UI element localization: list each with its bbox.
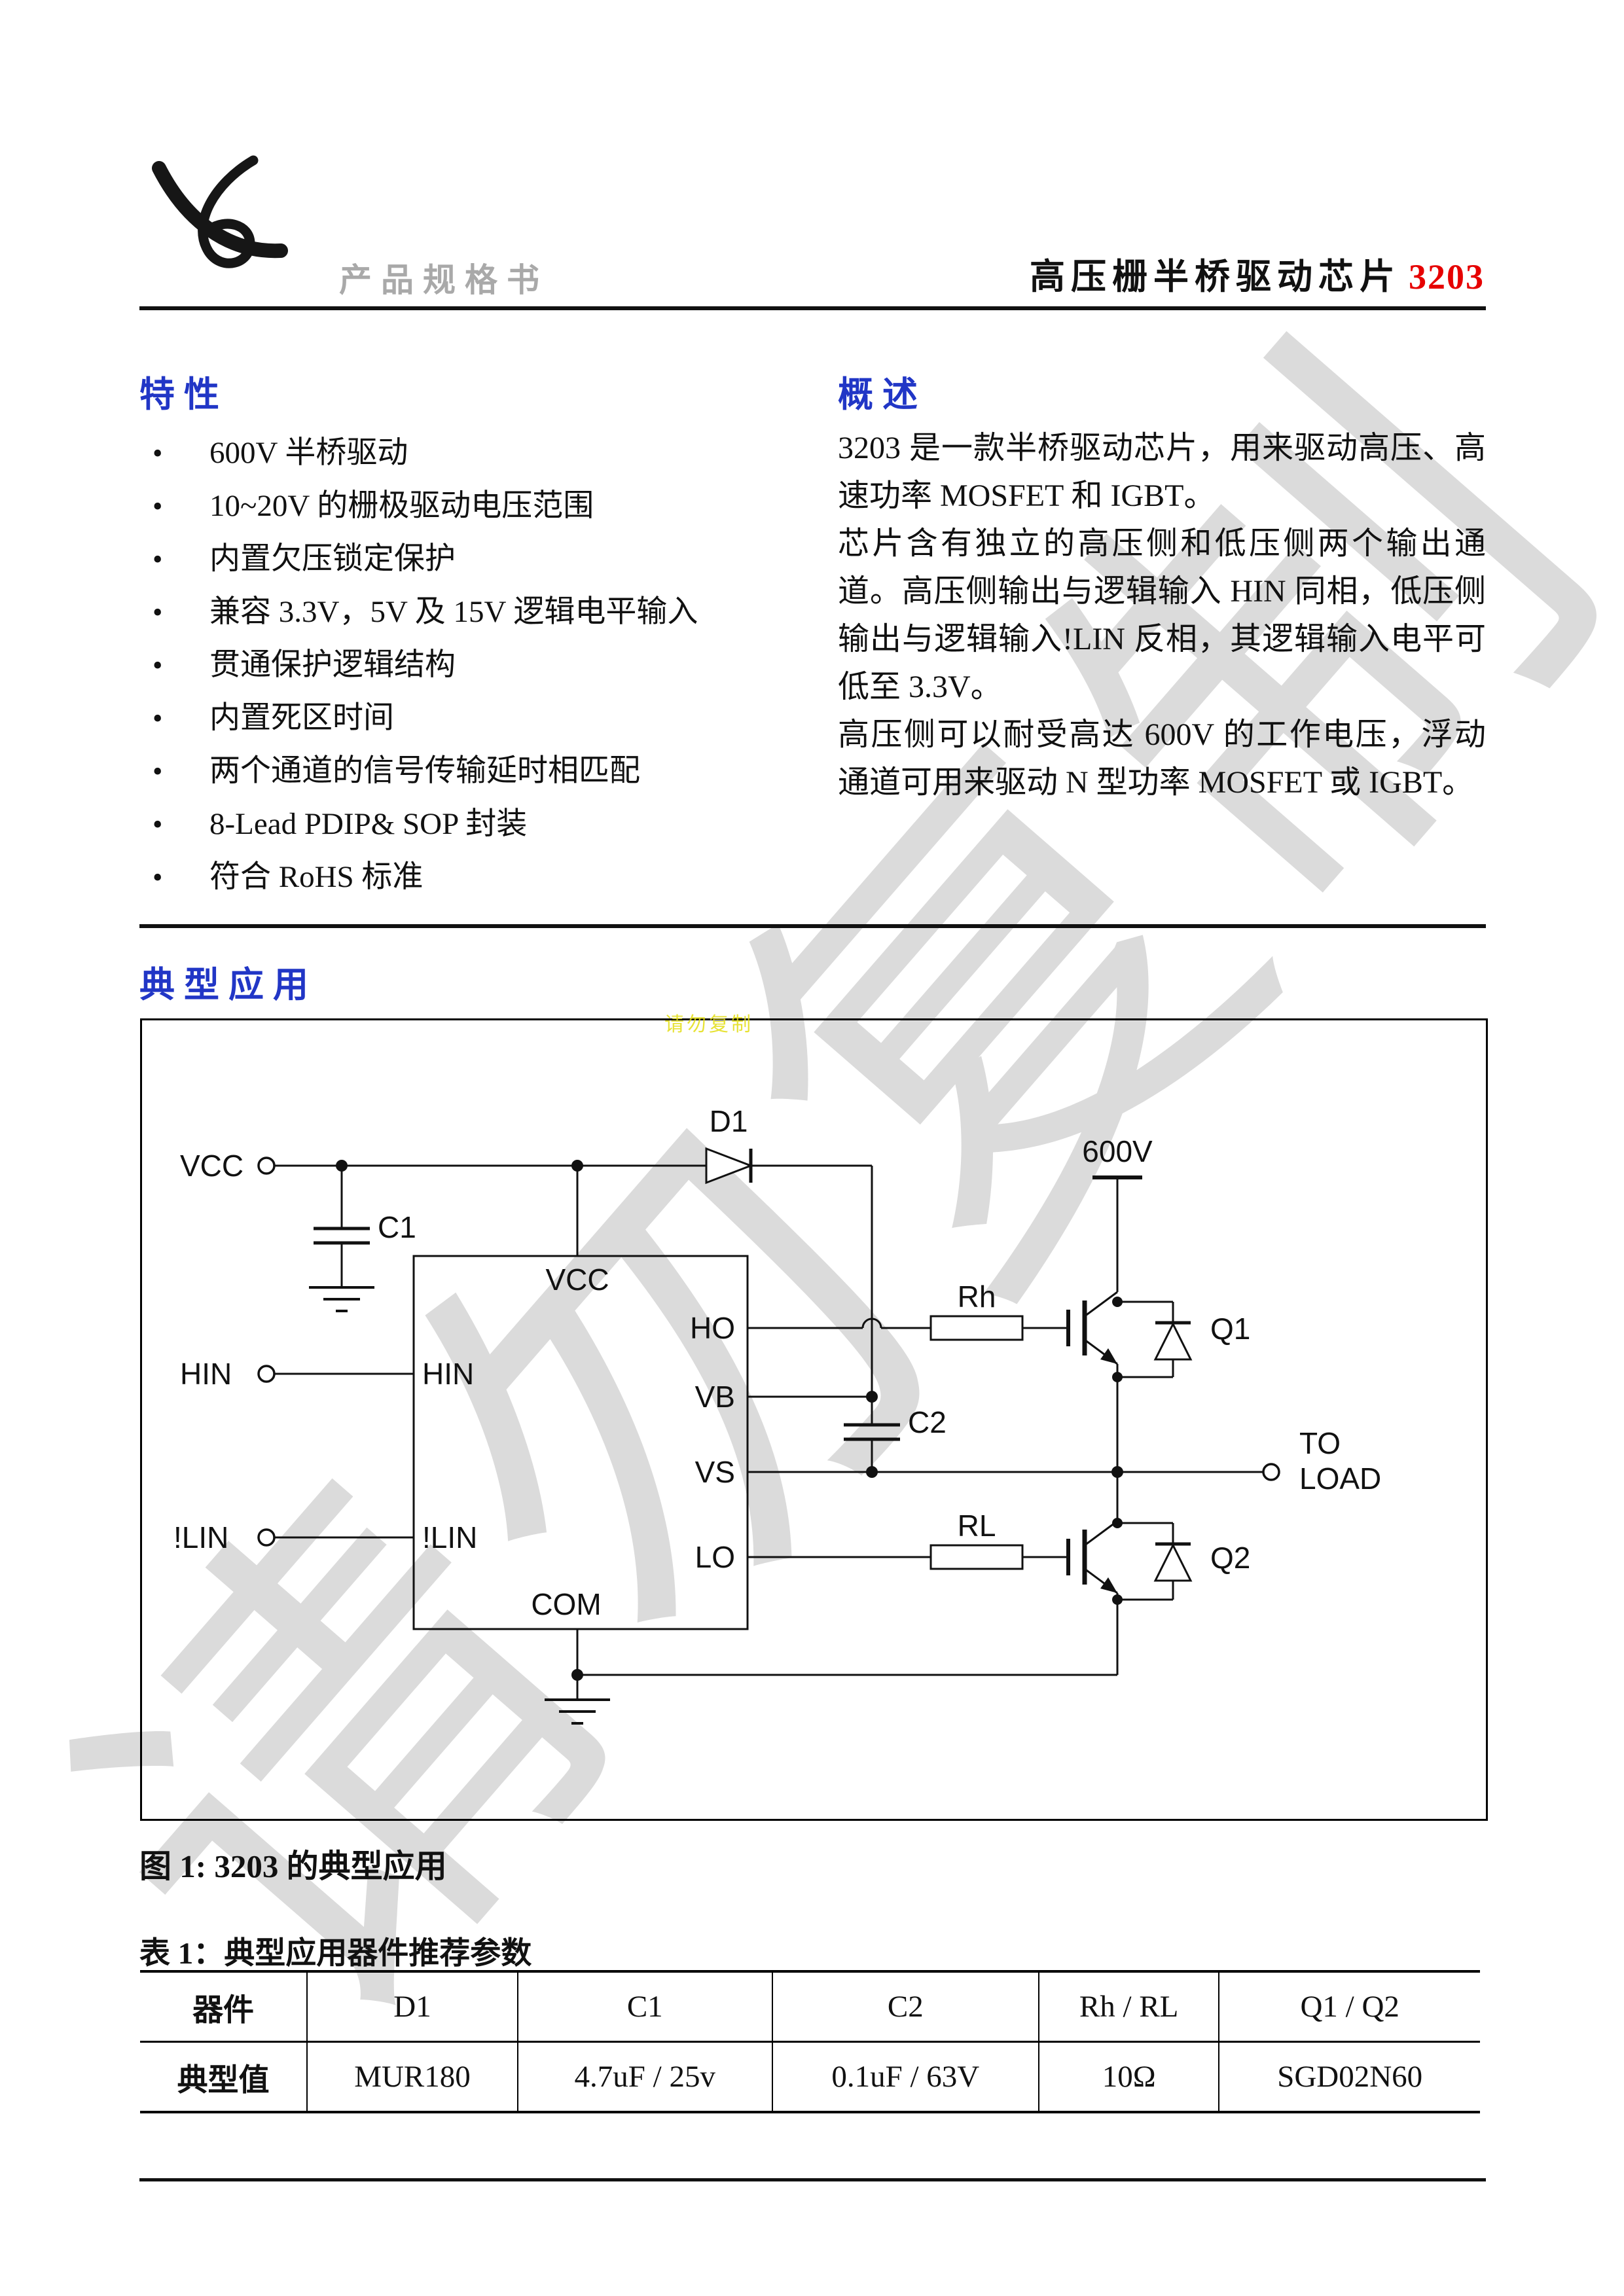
table-header-cell: D1 (306, 1970, 518, 2043)
table-caption: 表 1：典型应用器件推荐参数 (139, 1937, 532, 1971)
hv-supply-label: 600V (1082, 1134, 1153, 1168)
hin-terminal (257, 1365, 276, 1383)
diode-d1 (705, 1147, 754, 1185)
load-label: LOAD (1299, 1462, 1381, 1496)
overview-text: 3203 是一款半桥驱动芯片，用来驱动高压、高速功率 MOSFET 和 IGBT… (838, 424, 1486, 806)
table-cell: 0.1uF / 63V (771, 2041, 1039, 2113)
feature-item: 内置死区时间 (139, 692, 807, 745)
feature-item: 兼容 3.3V，5V 及 15V 逻辑电平输入 (139, 586, 807, 639)
diode-q1-freewheel (1117, 1300, 1193, 1378)
recommended-parts-table: 器件 D1 C1 C2 Rh / RL Q1 / Q2 典型值 MUR180 4… (140, 1970, 1480, 2113)
diode-q2-freewheel (1117, 1522, 1193, 1601)
igbt-q2 (1066, 1472, 1119, 1675)
c1-label: C1 (378, 1210, 416, 1244)
table-cell: 4.7uF / 25v (516, 2041, 773, 2113)
lin-label: !LIN (173, 1520, 228, 1554)
chip-pin-vs: VS (695, 1455, 735, 1489)
header-rule (139, 306, 1486, 310)
chip-pin-vcc: VCC (545, 1263, 609, 1297)
footer-rule (139, 2178, 1486, 2181)
hin-label: HIN (180, 1357, 232, 1391)
feature-item: 600V 半桥驱动 (139, 427, 807, 480)
table-header-cell: C2 (771, 1970, 1039, 2043)
section-rule (139, 924, 1486, 928)
resistor-rh (929, 1315, 1024, 1341)
feature-item: 8-Lead PDIP& SOP 封装 (139, 798, 807, 851)
chip-pin-lin: !LIN (422, 1520, 477, 1554)
small-watermark-text: 请勿复制 (664, 1013, 753, 1036)
table-cell: 典型值 (140, 2041, 308, 2113)
junction-dots (336, 1160, 1123, 1681)
brand-logo-mark (152, 155, 288, 268)
lin-terminal (257, 1528, 276, 1547)
resistor-rl (929, 1544, 1024, 1570)
circuit-wires (274, 1164, 1263, 1700)
overview-paragraph: 3203 是一款半桥驱动芯片，用来驱动高压、高速功率 MOSFET 和 IGBT… (838, 431, 1486, 513)
feature-item: 内置欠压锁定保护 (139, 533, 807, 586)
chip-pin-lo: LO (695, 1540, 735, 1574)
capacitor-c2 (844, 1423, 900, 1441)
application-circuit-svg: VCC HIN !LIN D1 C1 C2 Rh RL 600V Q1 Q2 T… (173, 1104, 1381, 1725)
table-cell: SGD02N60 (1218, 2041, 1480, 2113)
features-list: 600V 半桥驱动 10~20V 的栅极驱动电压范围 内置欠压锁定保护 兼容 3… (139, 427, 807, 904)
table-header-cell: 器件 (140, 1970, 308, 2043)
c2-label: C2 (908, 1405, 947, 1439)
load-terminal (1262, 1463, 1280, 1481)
brand-logo (147, 154, 291, 278)
overview-heading: 概述 (838, 375, 927, 414)
input-terminals (257, 1157, 1280, 1547)
d1-label: D1 (710, 1104, 748, 1138)
feature-item: 10~20V 的栅极驱动电压范围 (139, 480, 807, 533)
table-header-cell: C1 (516, 1970, 773, 2043)
rl-label: RL (958, 1509, 996, 1543)
chip-pin-hin: HIN (422, 1357, 474, 1391)
vcc-terminal (257, 1157, 276, 1175)
table-row: 典型值 MUR180 4.7uF / 25v 0.1uF / 63V 10Ω S… (140, 2041, 1480, 2113)
feature-item: 两个通道的信号传输延时相匹配 (139, 745, 807, 798)
features-heading: 特性 (139, 375, 228, 414)
driver-chip-outline (412, 1255, 749, 1630)
chip-pin-vb: VB (695, 1380, 735, 1414)
page-title-text: 高压栅半桥驱动芯片 (1030, 257, 1401, 296)
capacitor-c1 (314, 1227, 370, 1245)
table-header-cell: Q1 / Q2 (1218, 1970, 1480, 2043)
figure-caption: 图 1: 3203 的典型应用 (139, 1848, 447, 1884)
table-cell: MUR180 (306, 2041, 518, 2113)
overview-paragraph: 芯片含有独立的高压侧和低压侧两个输出通道。高压侧输出与逻辑输入 HIN 同相，低… (838, 526, 1486, 704)
part-number: 3203 (1409, 257, 1485, 296)
ground-symbol-c1 (309, 1286, 374, 1312)
ground-symbol-com (545, 1698, 610, 1725)
overview-paragraph: 高压侧可以耐受高达 600V 的工作电压，浮动通道可用来驱动 N 型功率 MOS… (838, 717, 1486, 800)
doc-type-label: 产品规格书 (339, 262, 549, 298)
table-cell: 10Ω (1038, 2041, 1220, 2113)
q2-label: Q2 (1210, 1541, 1250, 1575)
igbt-q1 (1066, 1175, 1142, 1472)
feature-item: 符合 RoHS 标准 (139, 851, 807, 904)
application-heading: 典型应用 (139, 965, 317, 1005)
table-header-cell: Rh / RL (1038, 1970, 1220, 2043)
chip-pin-com: COM (531, 1587, 601, 1621)
vcc-label: VCC (180, 1149, 244, 1183)
application-circuit-figure: VCC HIN !LIN D1 C1 C2 Rh RL 600V Q1 Q2 T… (140, 1018, 1488, 1821)
to-label: TO (1299, 1426, 1341, 1460)
feature-item: 贯通保护逻辑结构 (139, 639, 807, 692)
q1-label: Q1 (1210, 1312, 1250, 1346)
chip-pin-ho: HO (690, 1311, 735, 1345)
rh-label: Rh (958, 1280, 996, 1314)
table-header-row: 器件 D1 C1 C2 Rh / RL Q1 / Q2 (140, 1970, 1480, 2043)
